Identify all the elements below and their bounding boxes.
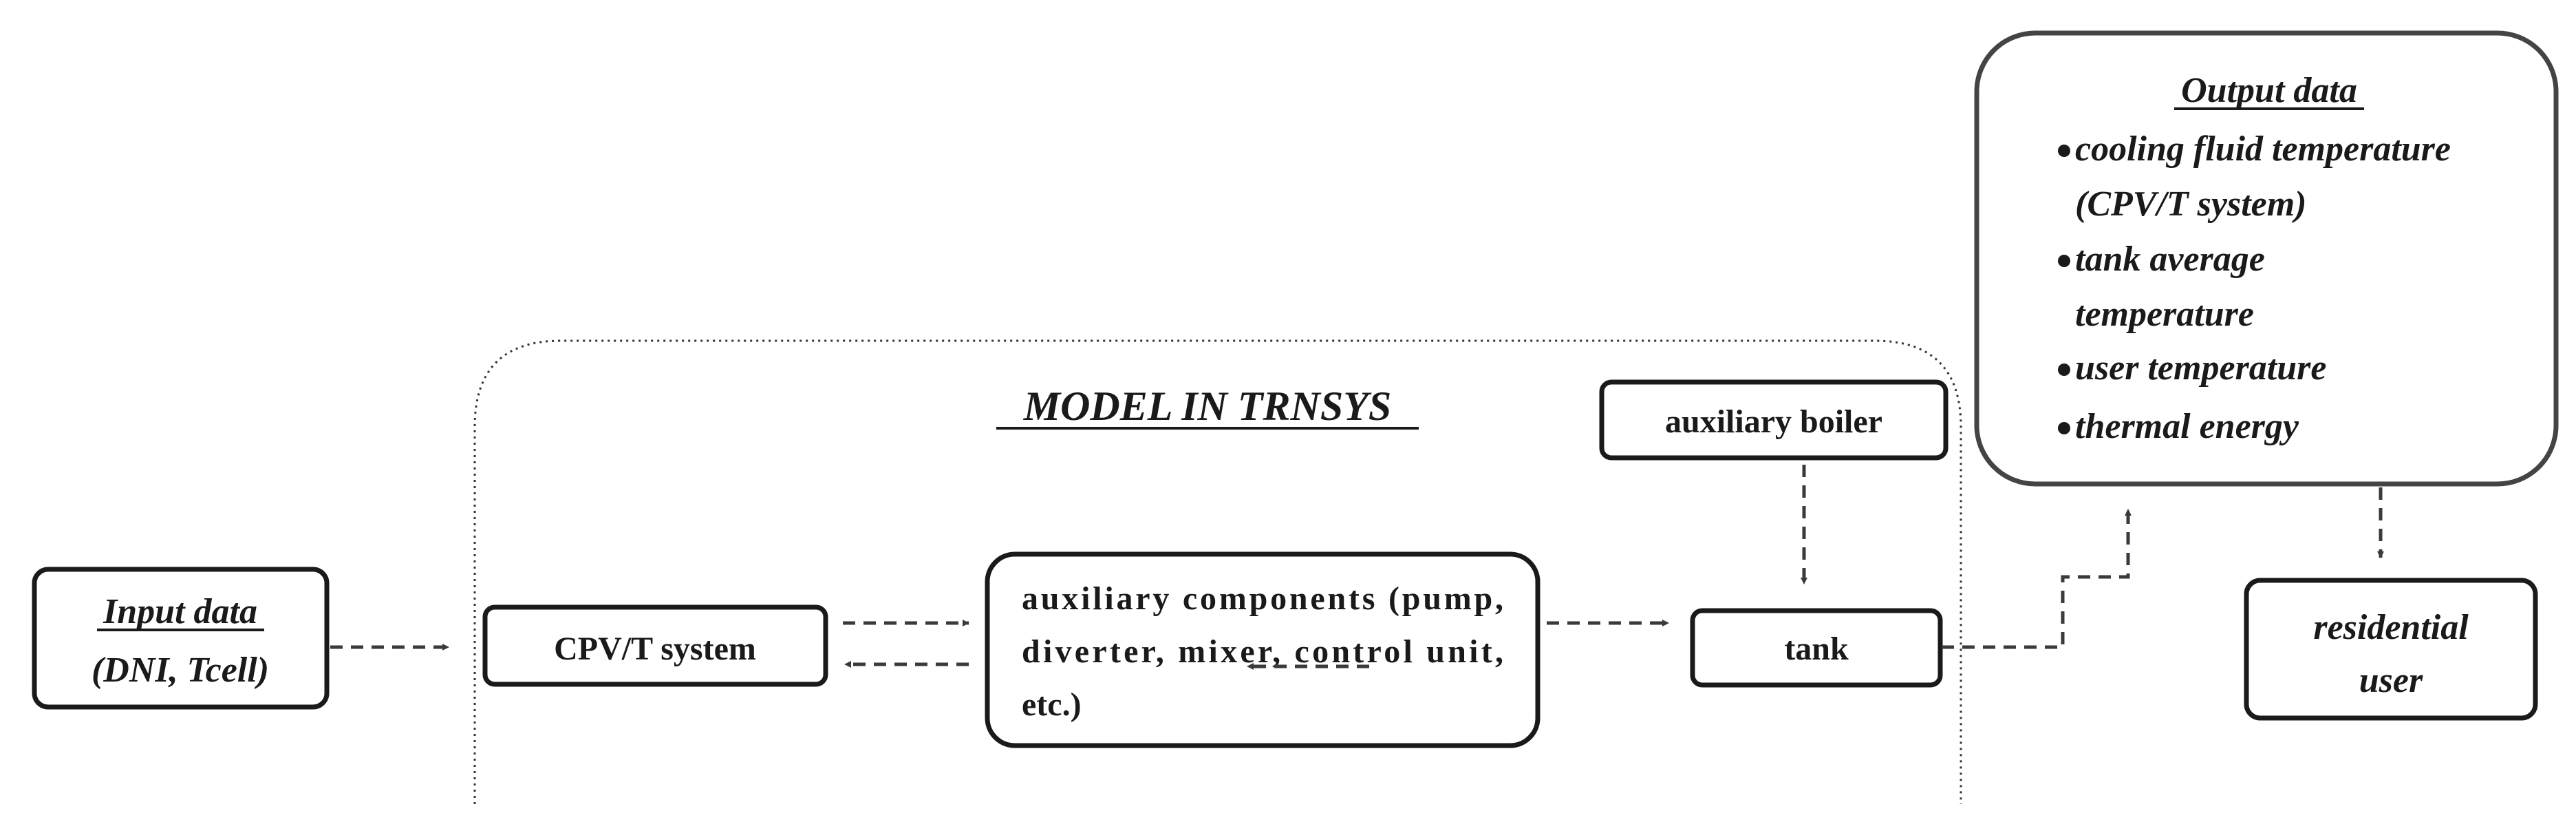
bullet-4 [2058,422,2070,434]
input-data-box [32,567,330,710]
residential-user-line2: user [2359,661,2423,700]
auxiliary-components-line1: auxiliary components (pump, [1022,580,1503,617]
auxiliary-boiler-label: auxiliary boiler [1665,403,1882,440]
output-item-1-line1: cooling fluid temperature [2075,129,2451,169]
input-data-subtitle: (DNI, Tcell) [92,651,269,690]
output-item-4: thermal energy [2075,407,2299,446]
auxiliary-components-box [985,551,1541,748]
model-title: MODEL IN TRNSYS [1023,383,1392,429]
output-data-box [1974,30,2559,487]
arrow-tank-to-output [1942,509,2132,649]
tank-label: tank [1784,631,1849,667]
bullet-2 [2058,255,2070,267]
model-boundary [473,339,1962,804]
bullet-1 [2058,145,2070,157]
output-data-title: Output data [2181,71,2357,110]
output-item-3: user temperature [2075,348,2326,388]
residential-user-line1: residential [2313,608,2469,647]
bullet-3 [2058,363,2070,376]
output-item-1-line2: (CPV/T system) [2075,184,2307,224]
cpvt-system-label: CPV/T system [554,631,756,667]
cpvt-system-box [482,604,828,687]
input-data-title: Input data [103,592,257,631]
output-item-2-line2: temperature [2075,295,2254,334]
auxiliary-components-line3: etc.) [1022,686,1082,723]
residential-user-box [2244,578,2538,721]
output-item-2-line1: tank average [2075,240,2265,279]
auxiliary-components-line2: diverter, mixer, control unit, [1022,633,1503,670]
tank-box [1690,608,1943,688]
auxiliary-boiler-box [1599,379,1949,461]
